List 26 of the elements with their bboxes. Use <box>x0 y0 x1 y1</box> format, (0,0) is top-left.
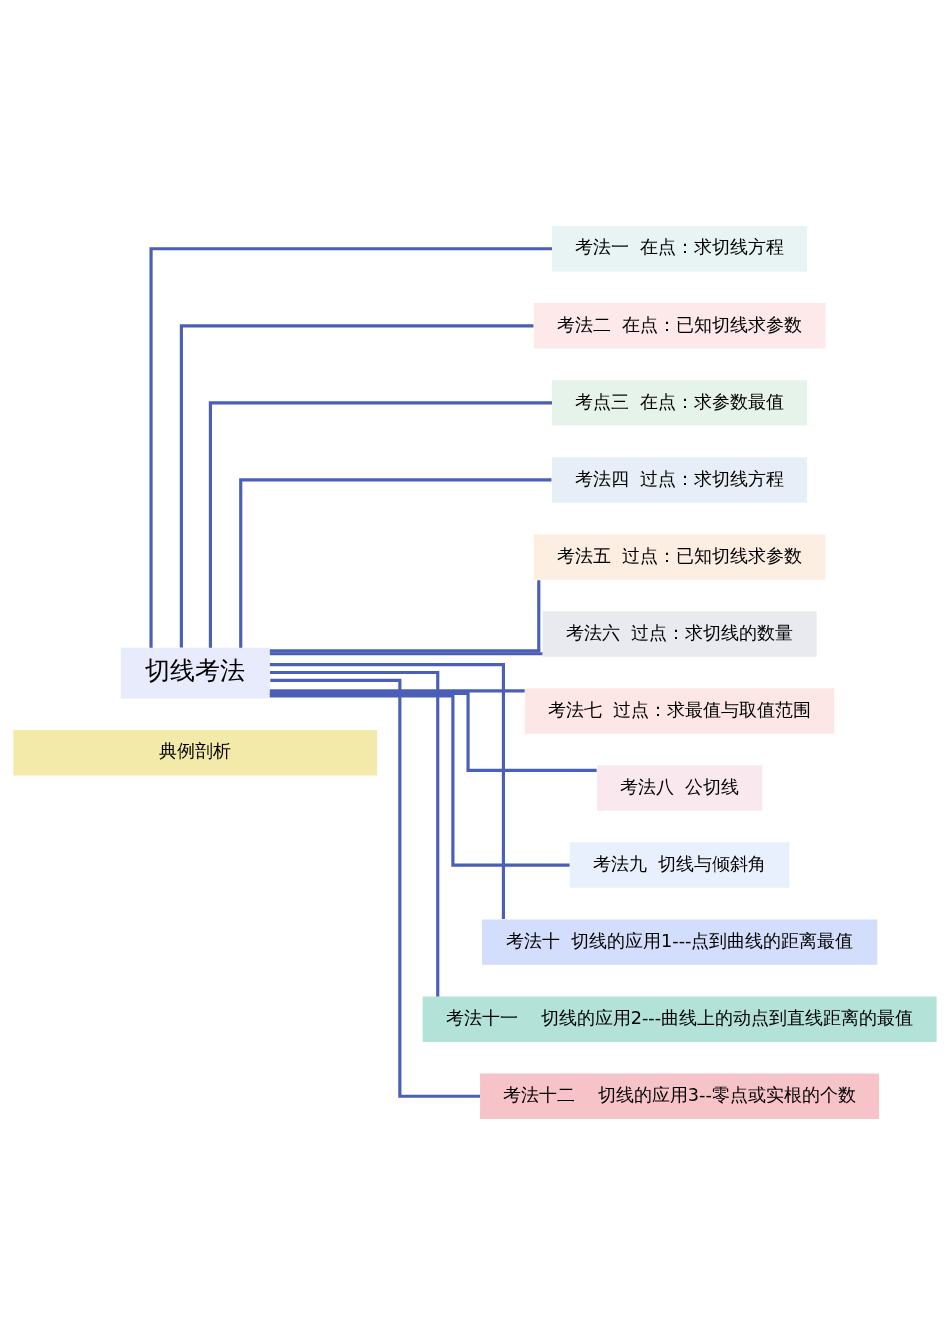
node-box: 考法八 公切线 <box>596 764 763 811</box>
node-box: 考法五 过点：已知切线求参数 <box>533 533 826 580</box>
connector <box>269 662 505 919</box>
node-box: 考法二 在点：已知切线求参数 <box>533 302 826 349</box>
connector <box>269 693 570 867</box>
node-box: 考法七 过点：求最值与取值范围 <box>524 687 835 734</box>
node-box: 切线考法 <box>120 647 270 698</box>
connector <box>179 323 534 648</box>
connector <box>239 477 552 648</box>
node-box: 考法九 切线与倾斜角 <box>569 841 790 888</box>
node-box: 考法四 过点：求切线方程 <box>552 456 808 503</box>
connector <box>269 651 543 655</box>
connector <box>269 688 525 692</box>
connector <box>269 579 541 652</box>
node-box: 考法十 切线的应用1---点到曲线的距离最值 <box>481 918 878 965</box>
connector <box>270 678 480 1098</box>
node-box: 考点三 在点：求参数最值 <box>552 379 808 426</box>
node-box: 考法十二 切线的应用3--零点或实根的个数 <box>480 1073 880 1119</box>
connector <box>270 670 440 996</box>
connector <box>149 246 552 648</box>
node-box: 考法一 在点：求切线方程 <box>552 225 808 271</box>
node-box: 考法十一 切线的应用2---曲线上的动点到直线距离的最值 <box>422 995 937 1042</box>
node-box: 考法六 过点：求切线的数量 <box>542 610 817 657</box>
connector <box>208 400 552 648</box>
node-box: 典例剖析 <box>13 729 378 775</box>
connector <box>269 691 597 772</box>
